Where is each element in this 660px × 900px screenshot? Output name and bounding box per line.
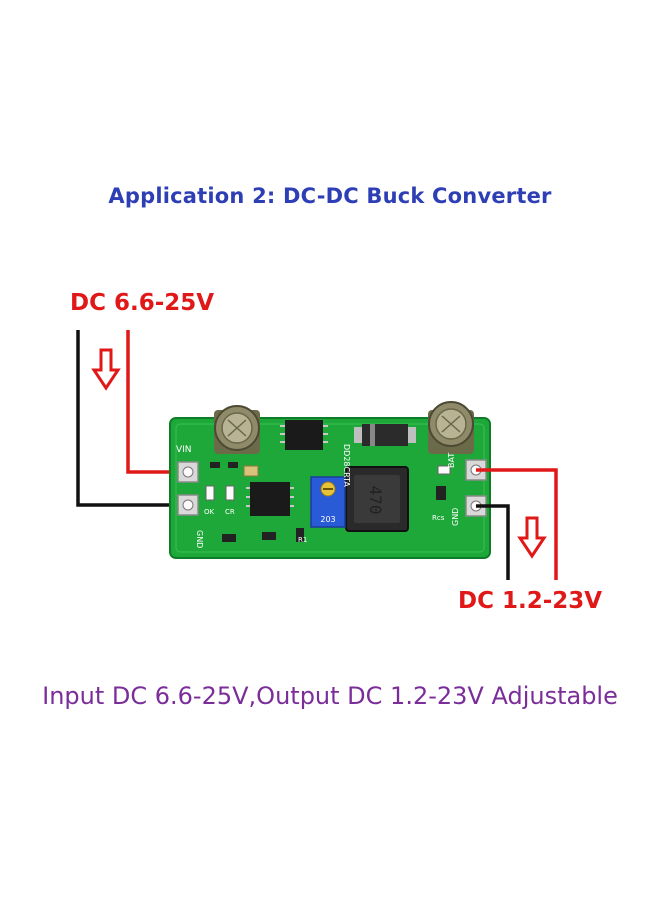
silk-vin: VIN (176, 445, 192, 455)
silk-gnd-left: GND (195, 530, 204, 548)
inductor-marking: 470 (366, 486, 385, 515)
terminal-vin (177, 461, 199, 483)
silk-rcs: Rcs (432, 514, 445, 522)
output-positive-wire (476, 468, 558, 580)
input-positive-wire (126, 330, 186, 474)
diode (354, 424, 416, 446)
terminal-gnd-left (177, 494, 199, 516)
inductor: 470 (345, 466, 409, 532)
trimpot: 203 (310, 476, 346, 528)
diagram-title: Application 2: DC-DC Buck Converter (108, 184, 552, 208)
ic-chip-main (246, 482, 294, 516)
down-arrow-icon (91, 348, 121, 391)
down-arrow-icon (517, 516, 547, 559)
silk-bat: BAT (447, 453, 456, 468)
ic-chip-top (280, 420, 328, 450)
trimpot-marking: 203 (320, 515, 335, 524)
silk-gnd-right: GND (451, 508, 460, 526)
pcb-board: 470 203 VIN GND BAT GND (169, 401, 491, 559)
silk-model: DD28CRTA (342, 444, 351, 487)
input-negative-wire (76, 330, 186, 507)
capacitor-left (214, 405, 260, 454)
caption: Input DC 6.6-25V,Output DC 1.2-23V Adjus… (42, 682, 618, 710)
output-voltage-label: DC 1.2-23V (458, 588, 603, 614)
output-negative-wire (476, 504, 510, 580)
silk-cr: CR (225, 508, 235, 516)
silk-ok: OK (204, 508, 215, 516)
input-voltage-label: DC 6.6-25V (70, 290, 215, 316)
capacitor-right (428, 401, 474, 454)
silk-r1: R1 (298, 536, 307, 544)
